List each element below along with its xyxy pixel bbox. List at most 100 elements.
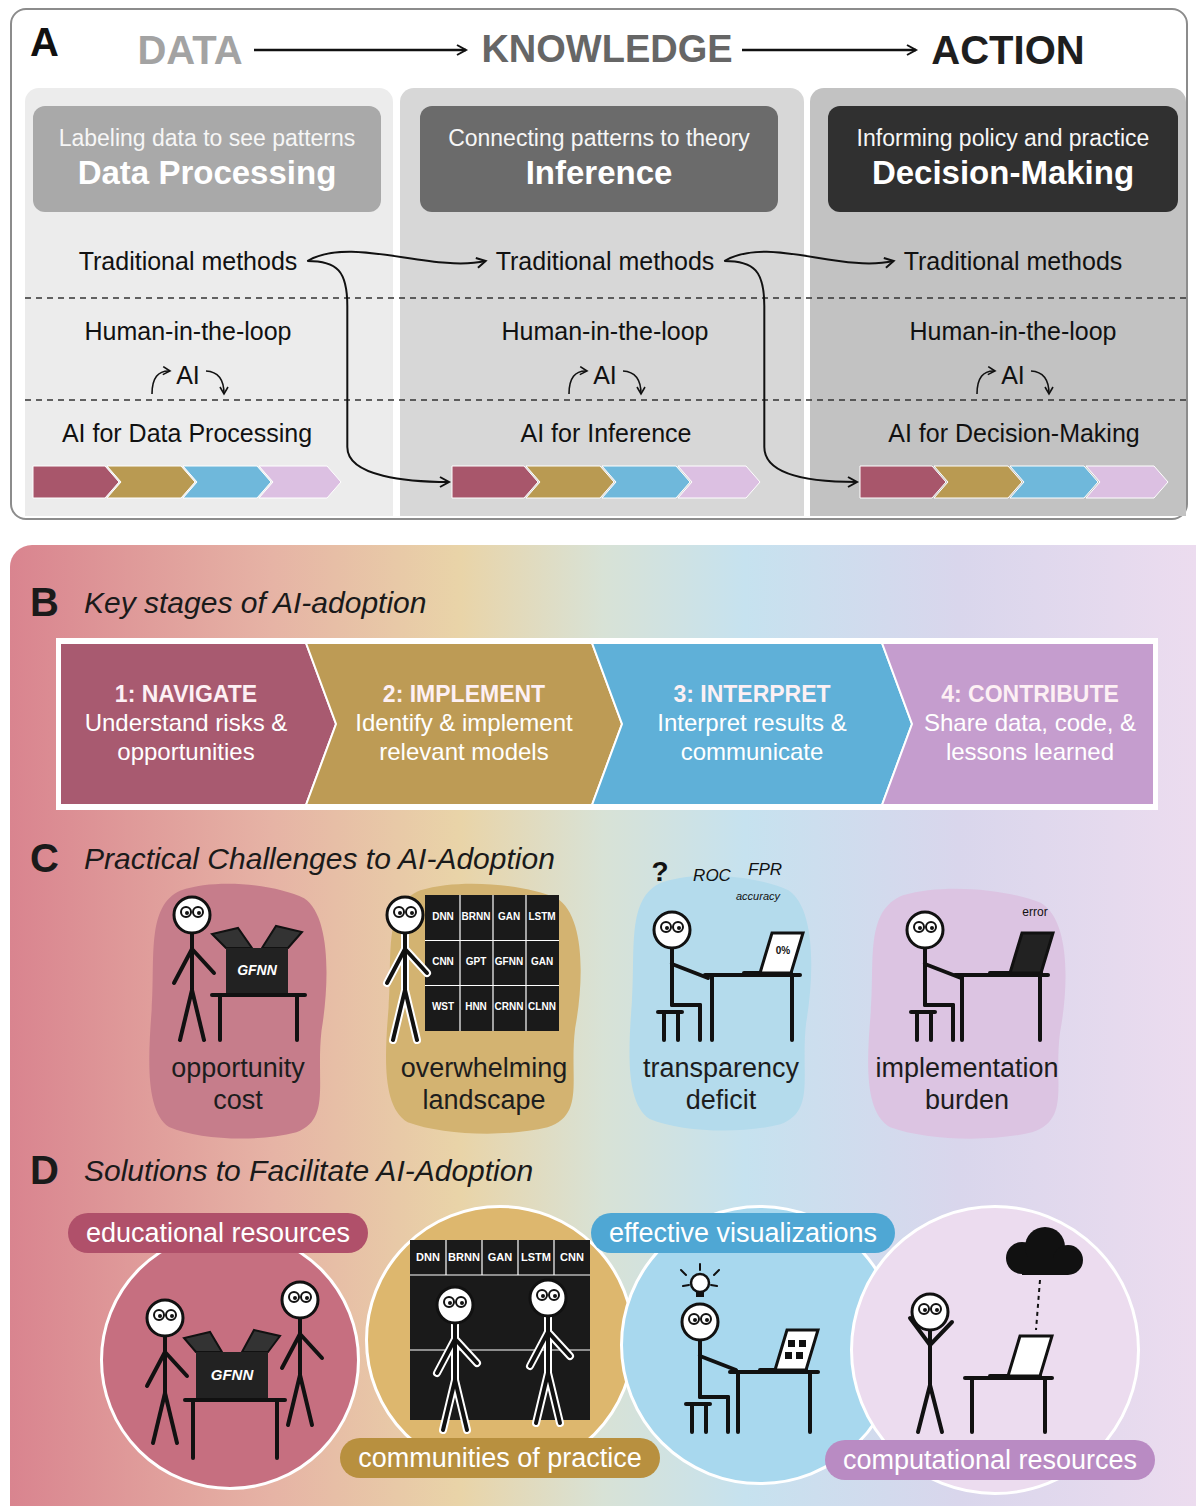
challenge-label: overwhelming landscape: [388, 1052, 580, 1117]
loop-label: Human-in-the-loop: [501, 316, 708, 346]
stage-number: 4: CONTRIBUTE: [941, 681, 1119, 709]
method-label: AI for Data Processing: [62, 418, 312, 448]
ai-method-row: AI for Inference: [452, 415, 760, 501]
flow-stage-word: ACTION: [931, 26, 1084, 74]
stage-chevron: 4: CONTRIBUTEShare data, code, & lessons…: [882, 643, 1154, 805]
challenge-blob: implementation burden: [860, 885, 1075, 1140]
loop-arrows: [152, 371, 1049, 394]
header-box: Labeling data to see patternsData Proces…: [33, 106, 381, 212]
error-label: error: [1022, 905, 1047, 919]
method-row: Traditional methods: [490, 242, 721, 280]
challenge-label: implementation burden: [870, 1052, 1065, 1117]
shelf-model-label: BRNN: [448, 1251, 480, 1264]
solution-pill: effective visualizations: [591, 1213, 895, 1253]
ai-method-row: AI for Decision-Making: [860, 415, 1168, 501]
ai-method-row: AI for Data Processing: [33, 415, 341, 501]
challenge-blob: opportunity cost: [142, 880, 335, 1140]
solution-pill: computational resources: [825, 1440, 1155, 1480]
stage-description: Identify & implement relevant models: [342, 709, 586, 767]
stage-description: Interpret results & communicate: [628, 709, 876, 767]
chevron-shape: [306, 643, 622, 805]
section-heading: Practical Challenges to AI-Adoption: [84, 841, 555, 877]
shelf-model-label: GPT: [466, 956, 487, 968]
header-subtitle: Connecting patterns to theory: [448, 125, 750, 153]
header-box: Connecting patterns to theoryInference: [420, 106, 778, 212]
shelf-model-label: GFNN: [495, 956, 523, 968]
column-panel: Human-in-the-loopAI Informing policy and …: [810, 88, 1186, 516]
header-title: Inference: [526, 153, 673, 193]
stage-description: Share data, code, & lessons learned: [918, 709, 1142, 767]
stage-chevron: 3: INTERPRETInterpret results & communic…: [592, 643, 912, 805]
loop-label: Human-in-the-loop: [909, 316, 1116, 346]
community-shelf: [410, 1240, 590, 1430]
method-label: AI for Decision-Making: [888, 418, 1139, 448]
panel-letter: A: [30, 18, 59, 66]
stage-number: 2: IMPLEMENT: [383, 681, 545, 709]
method-label: AI for Inference: [521, 418, 692, 448]
stage-chevron: 1: NAVIGATEUnderstand risks & opportunit…: [60, 643, 336, 805]
chevron-shape: [882, 643, 1154, 805]
shelf-model-label: BRNN: [462, 911, 491, 923]
shelf-model-label: GAN: [498, 911, 520, 923]
model-box-label: GFNN: [211, 1366, 254, 1384]
challenge-label: opportunity cost: [152, 1052, 325, 1117]
shelf-model-label: GAN: [488, 1251, 512, 1264]
header-title: Data Processing: [78, 153, 337, 193]
panel-a: A Human-in-the-loopAI Labeling data to see…: [10, 8, 1188, 520]
screen-label: 0%: [776, 945, 790, 957]
shelf-model-label: CRNN: [495, 1001, 524, 1013]
stage-chevron: 2: IMPLEMENTIdentify & implement relevan…: [306, 643, 622, 805]
panel-bcd: BKey stages of AI-adoptionCPractical Cha…: [10, 545, 1196, 1506]
chevron-shape: [592, 643, 912, 805]
shelf-model-label: CNN: [560, 1251, 584, 1264]
solution-pill: educational resources: [68, 1213, 368, 1253]
challenge-blob: transparency deficit: [622, 872, 820, 1132]
header-box: Informing policy and practiceDecision-Ma…: [828, 106, 1178, 212]
figure-computation: [910, 1227, 1083, 1432]
stage-chevron-strip: [33, 466, 1168, 498]
connector-arrow: [724, 252, 893, 264]
method-row: Traditional methods: [73, 242, 304, 280]
ai-label: AI: [1001, 360, 1025, 390]
shelf-model-label: HNN: [465, 1001, 487, 1013]
shelf-model-label: CNN: [432, 956, 454, 968]
figure-education: [147, 1282, 322, 1458]
method-label: Traditional methods: [79, 246, 298, 276]
shelf-model-label: GAN: [531, 956, 553, 968]
flow-stage-word: KNOWLEDGE: [481, 27, 732, 73]
connector-arrow: [724, 261, 857, 482]
shelf-model-label: LSTM: [528, 911, 555, 923]
section-heading: Solutions to Facilitate AI-Adoption: [84, 1153, 533, 1189]
loop-label: Human-in-the-loop: [84, 316, 291, 346]
panel-letter: B: [30, 578, 59, 626]
connector-arrow: [307, 261, 449, 482]
column-panel: Human-in-the-loopAIConnecting patterns t…: [400, 88, 804, 516]
method-label: Traditional methods: [904, 246, 1123, 276]
shelf-model-label: LSTM: [521, 1251, 551, 1264]
ai-label: AI: [176, 360, 200, 390]
blob-shape: [149, 884, 326, 1139]
row-dividers: [25, 298, 1186, 400]
connector-arrow: [307, 252, 485, 264]
header-title: Decision-Making: [872, 153, 1134, 193]
metric-label: accuracy: [736, 890, 780, 903]
panel-letter: D: [30, 1146, 59, 1194]
shelf-model-label: DNN: [416, 1251, 440, 1264]
header-subtitle: Labeling data to see patterns: [59, 125, 356, 153]
blob-shape: [629, 876, 811, 1131]
shelf-model-label: CLNN: [528, 1001, 556, 1013]
method-label: Traditional methods: [496, 246, 715, 276]
stage-number: 1: NAVIGATE: [115, 681, 257, 709]
stage-outline: [58, 640, 1156, 808]
solution-circle: computational resources: [850, 1205, 1140, 1495]
flow-stage-word: DATA: [137, 26, 242, 74]
column-panel: Human-in-the-loopAI Labeling data to see …: [25, 88, 393, 516]
stage-number: 3: INTERPRET: [673, 681, 830, 709]
metric-label: ROC: [693, 866, 731, 886]
model-shelf: [387, 895, 559, 1040]
blob-shape: [868, 889, 1065, 1139]
shelf-model-label: WST: [432, 1001, 454, 1013]
question-mark: ?: [651, 855, 668, 889]
figure-opportunity-cost: [174, 897, 305, 1040]
